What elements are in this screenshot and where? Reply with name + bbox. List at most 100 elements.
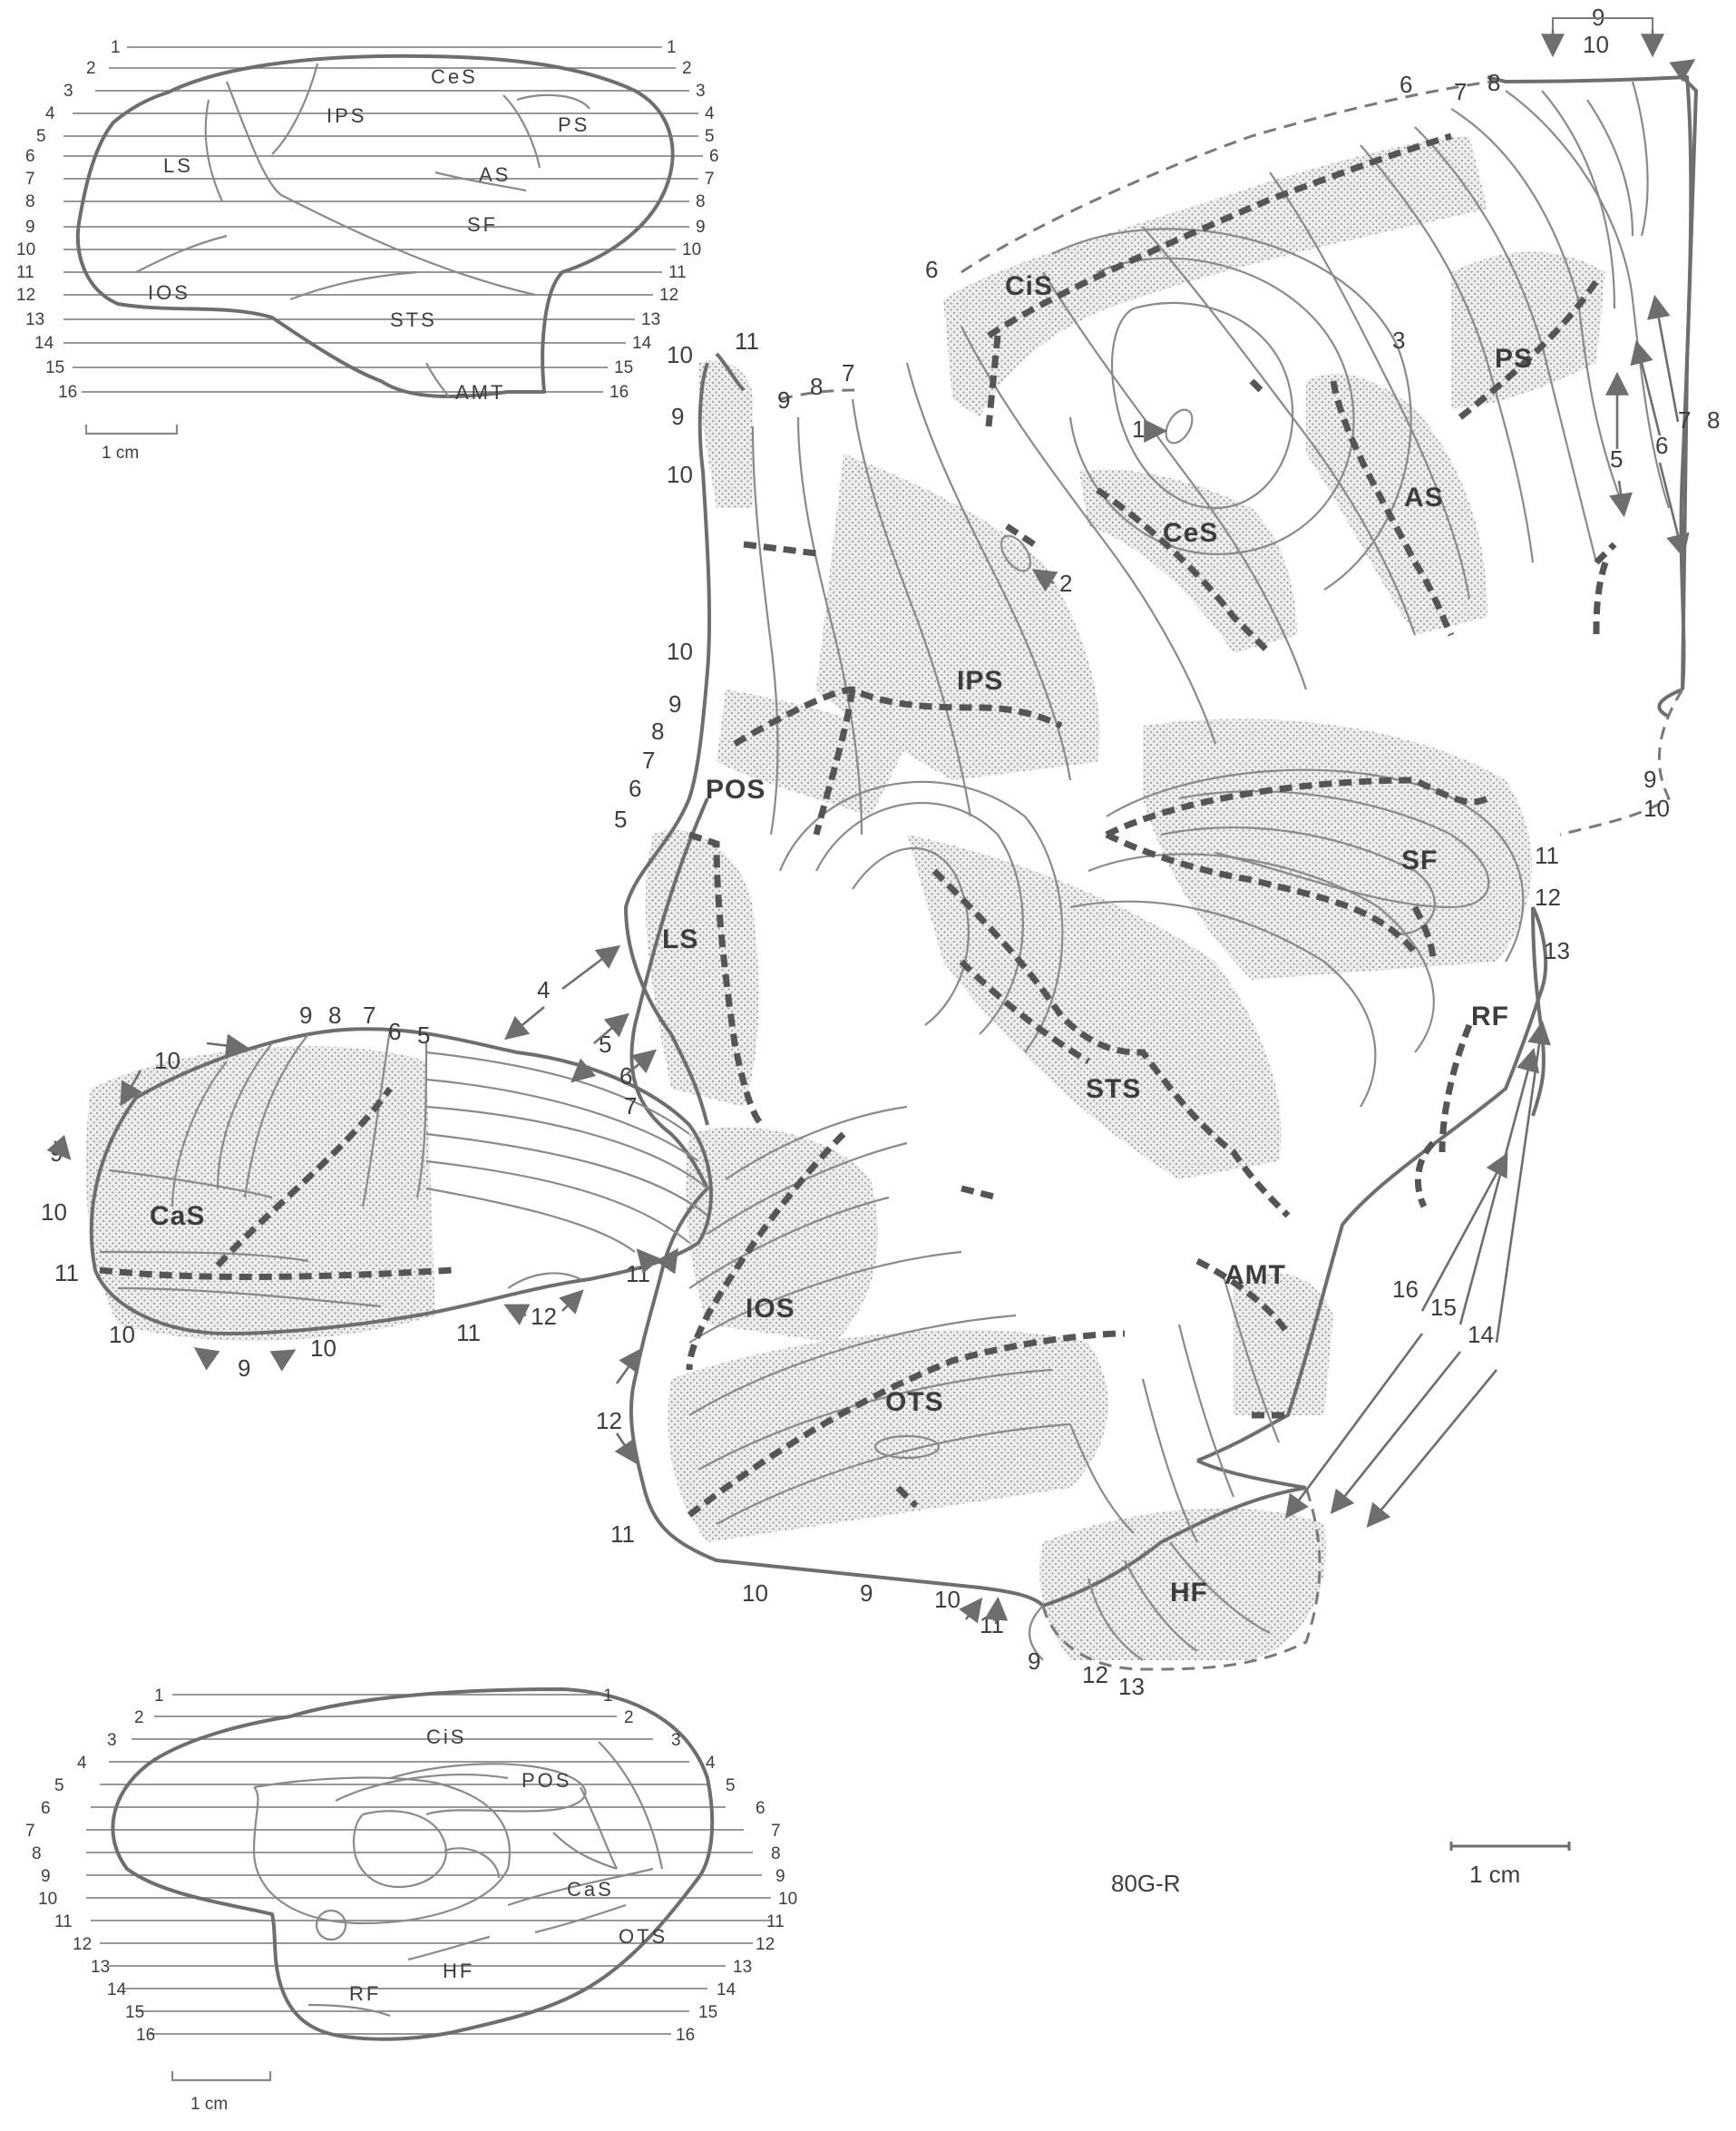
edge-6-top: 6 bbox=[1400, 71, 1412, 98]
edge-11-left-a: 11 bbox=[735, 327, 759, 355]
label-cas: CaS bbox=[150, 1201, 205, 1231]
lateral-label-ces: CeS bbox=[431, 65, 478, 88]
lateral-label-ps: PS bbox=[558, 113, 590, 136]
edge-7-left-c: 7 bbox=[642, 747, 655, 774]
medial-level-13-left: 13 bbox=[91, 1958, 110, 1977]
medial-level-7-left: 7 bbox=[25, 1822, 35, 1841]
edge-15-right: 15 bbox=[1430, 1294, 1457, 1321]
edge-13-bottom: 13 bbox=[1118, 1673, 1145, 1700]
medial-level-8-right: 8 bbox=[771, 1844, 781, 1863]
medial-level-2-left: 2 bbox=[134, 1708, 144, 1727]
medial-scale-label: 1 cm bbox=[190, 2095, 228, 2114]
lateral-brain-outline bbox=[75, 54, 675, 398]
marker-2-arrow bbox=[1031, 569, 1058, 592]
medial-level-12-left: 12 bbox=[73, 1935, 92, 1954]
edge-10-occ-bottom-b: 10 bbox=[310, 1334, 336, 1362]
lateral-scale-label: 1 cm bbox=[102, 444, 139, 463]
edge-8-occ-top: 8 bbox=[328, 1002, 341, 1029]
medial-level-12-right: 12 bbox=[756, 1935, 775, 1954]
label-ios: IOS bbox=[746, 1294, 795, 1324]
lateral-level-16-right: 16 bbox=[610, 383, 629, 402]
lateral-level-1-right: 1 bbox=[667, 38, 677, 57]
lateral-level-5-left: 5 bbox=[36, 127, 46, 146]
edge-8-top: 8 bbox=[1487, 69, 1500, 96]
medial-level-4-right: 4 bbox=[706, 1754, 716, 1773]
edge-11-right: 11 bbox=[1535, 842, 1559, 869]
label-hf: HF bbox=[1170, 1578, 1208, 1608]
medial-level-11-right: 11 bbox=[766, 1912, 785, 1931]
lateral-level-3-left: 3 bbox=[63, 82, 73, 101]
edge-5-right: 5 bbox=[1610, 445, 1623, 473]
label-amt: AMT bbox=[1224, 1260, 1286, 1290]
edge-4-left: 4 bbox=[537, 976, 550, 1003]
lateral-level-7-right: 7 bbox=[705, 170, 715, 189]
buried-cortex-regions bbox=[85, 136, 1605, 1660]
edge-7-top: 7 bbox=[1454, 78, 1467, 105]
lateral-level-13-left: 13 bbox=[25, 310, 44, 329]
edge-6-cut: 6 bbox=[925, 256, 938, 283]
label-ps: PS bbox=[1495, 344, 1533, 374]
medial-label-cis: CiS bbox=[426, 1725, 466, 1748]
lateral-sulci-lines bbox=[135, 63, 590, 398]
medial-level-5-right: 5 bbox=[726, 1776, 736, 1795]
lateral-label-ips: IPS bbox=[327, 104, 366, 127]
edge-12-bottom: 12 bbox=[1082, 1661, 1108, 1688]
lateral-level-2-left: 2 bbox=[86, 59, 96, 78]
lateral-label-sf: SF bbox=[467, 213, 498, 236]
edge-11-left-bottom: 11 bbox=[610, 1520, 635, 1548]
medial-level-9-left: 9 bbox=[41, 1867, 51, 1886]
label-ots: OTS bbox=[885, 1387, 944, 1417]
medial-label-rf: RF bbox=[349, 1982, 381, 2005]
island-ots bbox=[873, 1434, 941, 1460]
lateral-levels-right: 1 2 3 4 5 6 7 8 9 10 11 12 13 14 15 16 bbox=[610, 38, 719, 402]
medial-view: CiS POS CaS OTS HF RF 1 2 3 4 5 6 7 8 9 … bbox=[25, 1686, 797, 2114]
lateral-level-11-left: 11 bbox=[16, 263, 34, 282]
edge-12-right: 12 bbox=[1535, 884, 1561, 911]
lateral-level-14-right: 14 bbox=[632, 334, 652, 353]
medial-level-8-left: 8 bbox=[32, 1844, 42, 1863]
edge-10-occ-left-b: 10 bbox=[41, 1198, 67, 1226]
lateral-level-9-right: 9 bbox=[696, 218, 706, 237]
edge-7-right: 7 bbox=[1678, 406, 1691, 434]
label-ls: LS bbox=[662, 924, 698, 954]
edge-7-left-d: 7 bbox=[624, 1092, 637, 1119]
lateral-level-8-left: 8 bbox=[25, 192, 35, 211]
lateral-label-ios: IOS bbox=[148, 281, 190, 304]
edge-7-occ-top: 7 bbox=[363, 1002, 375, 1029]
island-marker-2 bbox=[1000, 534, 1032, 572]
edge-6-left-c: 6 bbox=[629, 775, 641, 802]
flatmap-scale-label: 1 cm bbox=[1469, 1861, 1520, 1888]
lateral-level-1-left: 1 bbox=[111, 38, 121, 57]
flatmap-contours bbox=[688, 81, 1671, 1661]
medial-level-4-left: 4 bbox=[77, 1754, 87, 1773]
flatmap-top-cut-2 bbox=[779, 388, 863, 401]
occipital-contours bbox=[99, 1029, 708, 1308]
edge-9-occ-top: 9 bbox=[299, 1002, 312, 1029]
edge-11-bottom: 11 bbox=[980, 1611, 1004, 1638]
lateral-level-13-right: 13 bbox=[641, 310, 660, 329]
edge-11-occ-bottom: 11 bbox=[456, 1319, 481, 1346]
lateral-level-8-right: 8 bbox=[696, 192, 706, 211]
edge-8-left-c: 8 bbox=[651, 718, 664, 745]
label-ces: CeS bbox=[1163, 518, 1218, 548]
medial-level-2-right: 2 bbox=[624, 1708, 634, 1727]
lateral-label-ls: LS bbox=[163, 154, 193, 177]
medial-scale-bar: 1 cm bbox=[171, 2071, 272, 2114]
medial-label-pos: POS bbox=[522, 1769, 571, 1792]
label-sf: SF bbox=[1401, 846, 1438, 875]
medial-level-10-left: 10 bbox=[38, 1890, 57, 1909]
medial-levels-right: 1 2 3 4 5 6 7 8 9 10 11 12 13 14 15 16 bbox=[603, 1686, 797, 2045]
lateral-level-14-left: 14 bbox=[34, 334, 54, 353]
lateral-label-as: AS bbox=[479, 163, 511, 186]
medial-level-15-left: 15 bbox=[125, 2003, 144, 2022]
lateral-level-4-left: 4 bbox=[45, 104, 55, 123]
lateral-level-7-left: 7 bbox=[25, 170, 35, 189]
marker-1: 1 bbox=[1132, 415, 1145, 443]
edge-9-bottom: 9 bbox=[860, 1579, 873, 1607]
edge-6-right: 6 bbox=[1655, 432, 1668, 459]
lateral-level-6-right: 6 bbox=[709, 147, 719, 166]
lateral-level-16-left: 16 bbox=[58, 383, 77, 402]
flatmap-scale-bar: 1 cm bbox=[1449, 1842, 1571, 1888]
medial-label-hf: HF bbox=[443, 1960, 474, 1982]
lateral-level-15-right: 15 bbox=[614, 358, 633, 377]
